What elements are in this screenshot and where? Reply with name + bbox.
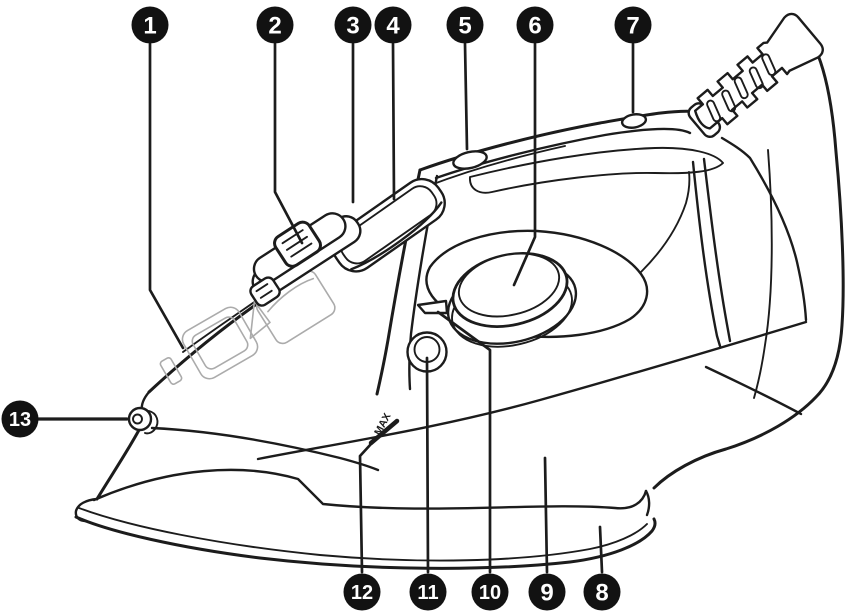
callout-badge-3: 3 <box>334 6 372 44</box>
svg-text:1: 1 <box>143 13 156 40</box>
nozzle-body <box>127 406 153 432</box>
callout-badge-5: 5 <box>446 6 484 44</box>
leader-5 <box>463 42 469 151</box>
soleplate-rear-notch <box>644 489 651 517</box>
svg-text:2: 2 <box>268 13 281 40</box>
window-arrow <box>249 300 271 340</box>
front-lower-face <box>95 428 141 501</box>
leader-11 <box>425 356 430 574</box>
callout-badge-8: 8 <box>583 573 621 611</box>
soleplate-bottom-edge <box>74 515 657 570</box>
leader-9 <box>543 456 549 574</box>
rear-heel <box>640 53 845 490</box>
slider-tail <box>249 276 281 307</box>
skirt-top-edge <box>92 468 648 510</box>
svg-text:4: 4 <box>386 13 400 40</box>
nozzle-hole <box>132 413 143 425</box>
callout-badge-13: 13 <box>1 400 39 438</box>
handle-inner-line2 <box>427 145 566 187</box>
heel-outer-edge <box>652 53 845 490</box>
water-level-window <box>159 270 336 385</box>
heel-front-edge <box>720 136 808 322</box>
callout-badge-10: 10 <box>471 573 509 611</box>
callout-badge-9: 9 <box>528 573 566 611</box>
power-cord <box>687 12 824 138</box>
spray-nozzle <box>127 406 159 435</box>
body-diagonal-seam <box>256 320 808 461</box>
window-inner <box>191 316 249 370</box>
callout-badge-12: 12 <box>343 573 381 611</box>
max-level-mark: MAX <box>368 411 400 446</box>
leader-lines <box>36 42 635 574</box>
window-right-inner <box>267 277 315 313</box>
heel-bottom-step <box>704 365 803 416</box>
handle-top-panel <box>469 146 724 194</box>
leader-6 <box>512 42 537 287</box>
leader-1 <box>148 42 185 350</box>
svg-text:7: 7 <box>626 13 639 40</box>
svg-text:12: 12 <box>351 582 373 604</box>
svg-text:11: 11 <box>417 582 438 604</box>
leader-4 <box>391 42 396 201</box>
slider-tail-ridges <box>255 283 273 299</box>
svg-text:5: 5 <box>458 13 471 40</box>
svg-text:10: 10 <box>479 582 501 604</box>
slider-knob-ridges <box>281 229 313 258</box>
leader-12 <box>358 442 373 574</box>
nose-toe <box>74 497 99 523</box>
temperature-dial <box>416 229 649 348</box>
cord-slots <box>706 53 777 123</box>
svg-text:8: 8 <box>595 580 608 607</box>
callout-badge-11: 11 <box>409 573 447 611</box>
dial-indicator-lever <box>416 299 449 315</box>
steam-slider <box>249 212 362 307</box>
callout-badges: 1 2 3 4 5 6 7 8 <box>1 6 652 611</box>
dial-top-face <box>457 252 561 318</box>
window-outer <box>181 306 259 380</box>
leader-2 <box>273 42 304 245</box>
nozzle-bump <box>144 410 159 435</box>
window-slot <box>159 357 183 385</box>
rear-leg-line-a <box>691 160 722 348</box>
callout-badge-4: 4 <box>374 6 412 44</box>
rear-leg-line-b <box>702 157 732 343</box>
svg-text:13: 13 <box>9 409 31 431</box>
svg-text:6: 6 <box>528 13 541 40</box>
max-tick <box>368 418 400 446</box>
slider-knob <box>273 220 322 268</box>
round-button <box>406 331 448 373</box>
callout-badge-6: 6 <box>516 6 554 44</box>
water-fill-lid <box>331 177 446 273</box>
leader-10 <box>436 310 492 574</box>
iron-illustration: MAX <box>74 12 845 570</box>
svg-text:3: 3 <box>346 13 359 40</box>
leader-8 <box>598 525 604 574</box>
callout-badge-2: 2 <box>256 6 294 44</box>
svg-text:9: 9 <box>540 580 553 607</box>
callout-badge-1: 1 <box>131 6 169 44</box>
callout-badge-7: 7 <box>614 6 652 44</box>
cord-strain-relief <box>693 12 824 130</box>
rear-top-button <box>620 113 648 129</box>
lid-outer <box>331 177 446 273</box>
tank-bottom-seam <box>150 426 380 472</box>
heel-inner-curve <box>753 149 773 399</box>
lid-inner <box>339 185 438 265</box>
ridge-right-line <box>640 171 691 273</box>
soleplate <box>74 468 657 570</box>
spray-button <box>452 150 488 170</box>
